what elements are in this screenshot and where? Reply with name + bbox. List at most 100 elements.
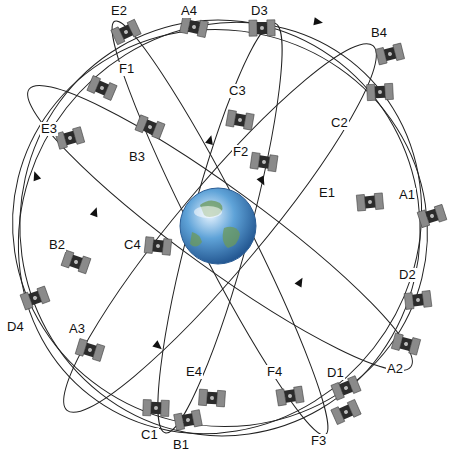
satellite-icon	[367, 83, 394, 100]
orbit-arrowhead	[205, 134, 215, 145]
solar-panel	[161, 400, 170, 416]
earth-land	[190, 232, 202, 247]
satellite-body	[257, 22, 267, 34]
satellite-icon	[375, 43, 404, 65]
satellite-label: E1	[318, 186, 336, 200]
satellite-icon	[174, 410, 203, 431]
satellite-antenna	[238, 118, 243, 123]
satellite-label: E3	[40, 122, 58, 136]
satellite-icon	[391, 333, 420, 355]
satellite-body	[152, 240, 163, 253]
satellite-antenna	[429, 213, 434, 218]
satellite-body	[83, 343, 96, 357]
satellite-antenna	[343, 409, 348, 414]
satellite-label: B3	[128, 150, 146, 164]
satellite-label: C3	[228, 84, 247, 98]
earth-cloud	[194, 206, 222, 218]
orbit-arrowhead	[90, 206, 101, 217]
satellite-body	[384, 47, 397, 61]
satellite-antenna	[73, 259, 78, 264]
satellite-icon	[331, 399, 361, 424]
satellite-label: F2	[232, 145, 249, 159]
satellite-antenna	[262, 160, 267, 165]
solar-panel	[162, 239, 172, 256]
satellite-body	[119, 24, 133, 39]
satellite-antenna	[186, 418, 191, 423]
satellite-body	[151, 402, 161, 414]
satellite-body	[143, 120, 157, 135]
satellite-body	[400, 337, 413, 351]
satellite-body	[69, 255, 82, 270]
satellite-antenna	[260, 26, 264, 30]
satellite-label: B1	[172, 438, 190, 452]
satellite-label: C4	[123, 238, 142, 252]
satellite-antenna	[123, 29, 128, 34]
satellite-label: D4	[6, 320, 25, 334]
arrowhead-group	[31, 17, 324, 352]
solar-panel	[385, 83, 394, 99]
satellite-icon	[356, 193, 383, 211]
earth-globe	[180, 188, 256, 264]
satellite-body	[425, 209, 438, 224]
satellite-body	[284, 389, 296, 402]
satellite-icon	[198, 389, 225, 407]
solar-panel	[267, 20, 275, 36]
solar-panel	[356, 194, 365, 211]
satellite-antenna	[192, 25, 197, 30]
satellite-icon	[144, 237, 172, 256]
orbit-path	[6, 57, 435, 399]
satellite-label: B4	[370, 26, 388, 40]
solar-panel	[144, 237, 154, 254]
satellite-antenna	[68, 136, 73, 141]
satellite-antenna	[154, 406, 158, 410]
satellite-body	[339, 404, 353, 419]
satellite-antenna	[343, 385, 348, 390]
orbit-arrowhead	[295, 276, 306, 288]
satellite-label: F3	[310, 434, 327, 448]
satellite-icon	[135, 115, 165, 139]
satellite-label: E2	[110, 4, 128, 18]
satellite-label: F4	[266, 365, 283, 379]
satellite-label: F1	[118, 62, 135, 76]
earth-land	[223, 227, 240, 248]
satellite-antenna	[416, 298, 420, 302]
satellite-label: A1	[398, 188, 416, 202]
satellite-antenna	[88, 348, 93, 353]
satellite-antenna	[404, 342, 409, 347]
satellite-icon	[75, 339, 105, 362]
earth	[180, 188, 256, 264]
satellite-icon	[404, 290, 432, 309]
satellite-icon	[417, 204, 447, 227]
orbit-arrowhead	[313, 17, 323, 26]
satellite-antenna	[368, 200, 372, 204]
satellite-icon	[111, 19, 141, 44]
satellite-body	[364, 196, 375, 209]
satellite-body	[95, 81, 109, 96]
solar-panel	[216, 390, 225, 407]
satellite-icon	[180, 16, 209, 37]
satellite-body	[258, 155, 270, 168]
satellite-label: E4	[185, 365, 203, 379]
orbit-path	[35, 19, 405, 438]
satellite-icon	[250, 152, 278, 171]
solar-panel	[249, 20, 257, 36]
orbit-arrowhead	[152, 340, 164, 352]
orbit-arrowhead	[31, 170, 42, 181]
satellite-icon	[249, 20, 275, 36]
satellite-body	[339, 381, 353, 396]
satellite-antenna	[210, 396, 214, 400]
satellite-label: D2	[398, 268, 417, 282]
satellite-label: B2	[48, 238, 66, 252]
orbit-path	[136, 15, 304, 440]
satellite-body	[188, 20, 200, 34]
solar-panel	[143, 400, 152, 416]
solar-panel	[374, 193, 383, 210]
satellite-label: A4	[180, 4, 198, 18]
satellite-body	[375, 86, 386, 99]
